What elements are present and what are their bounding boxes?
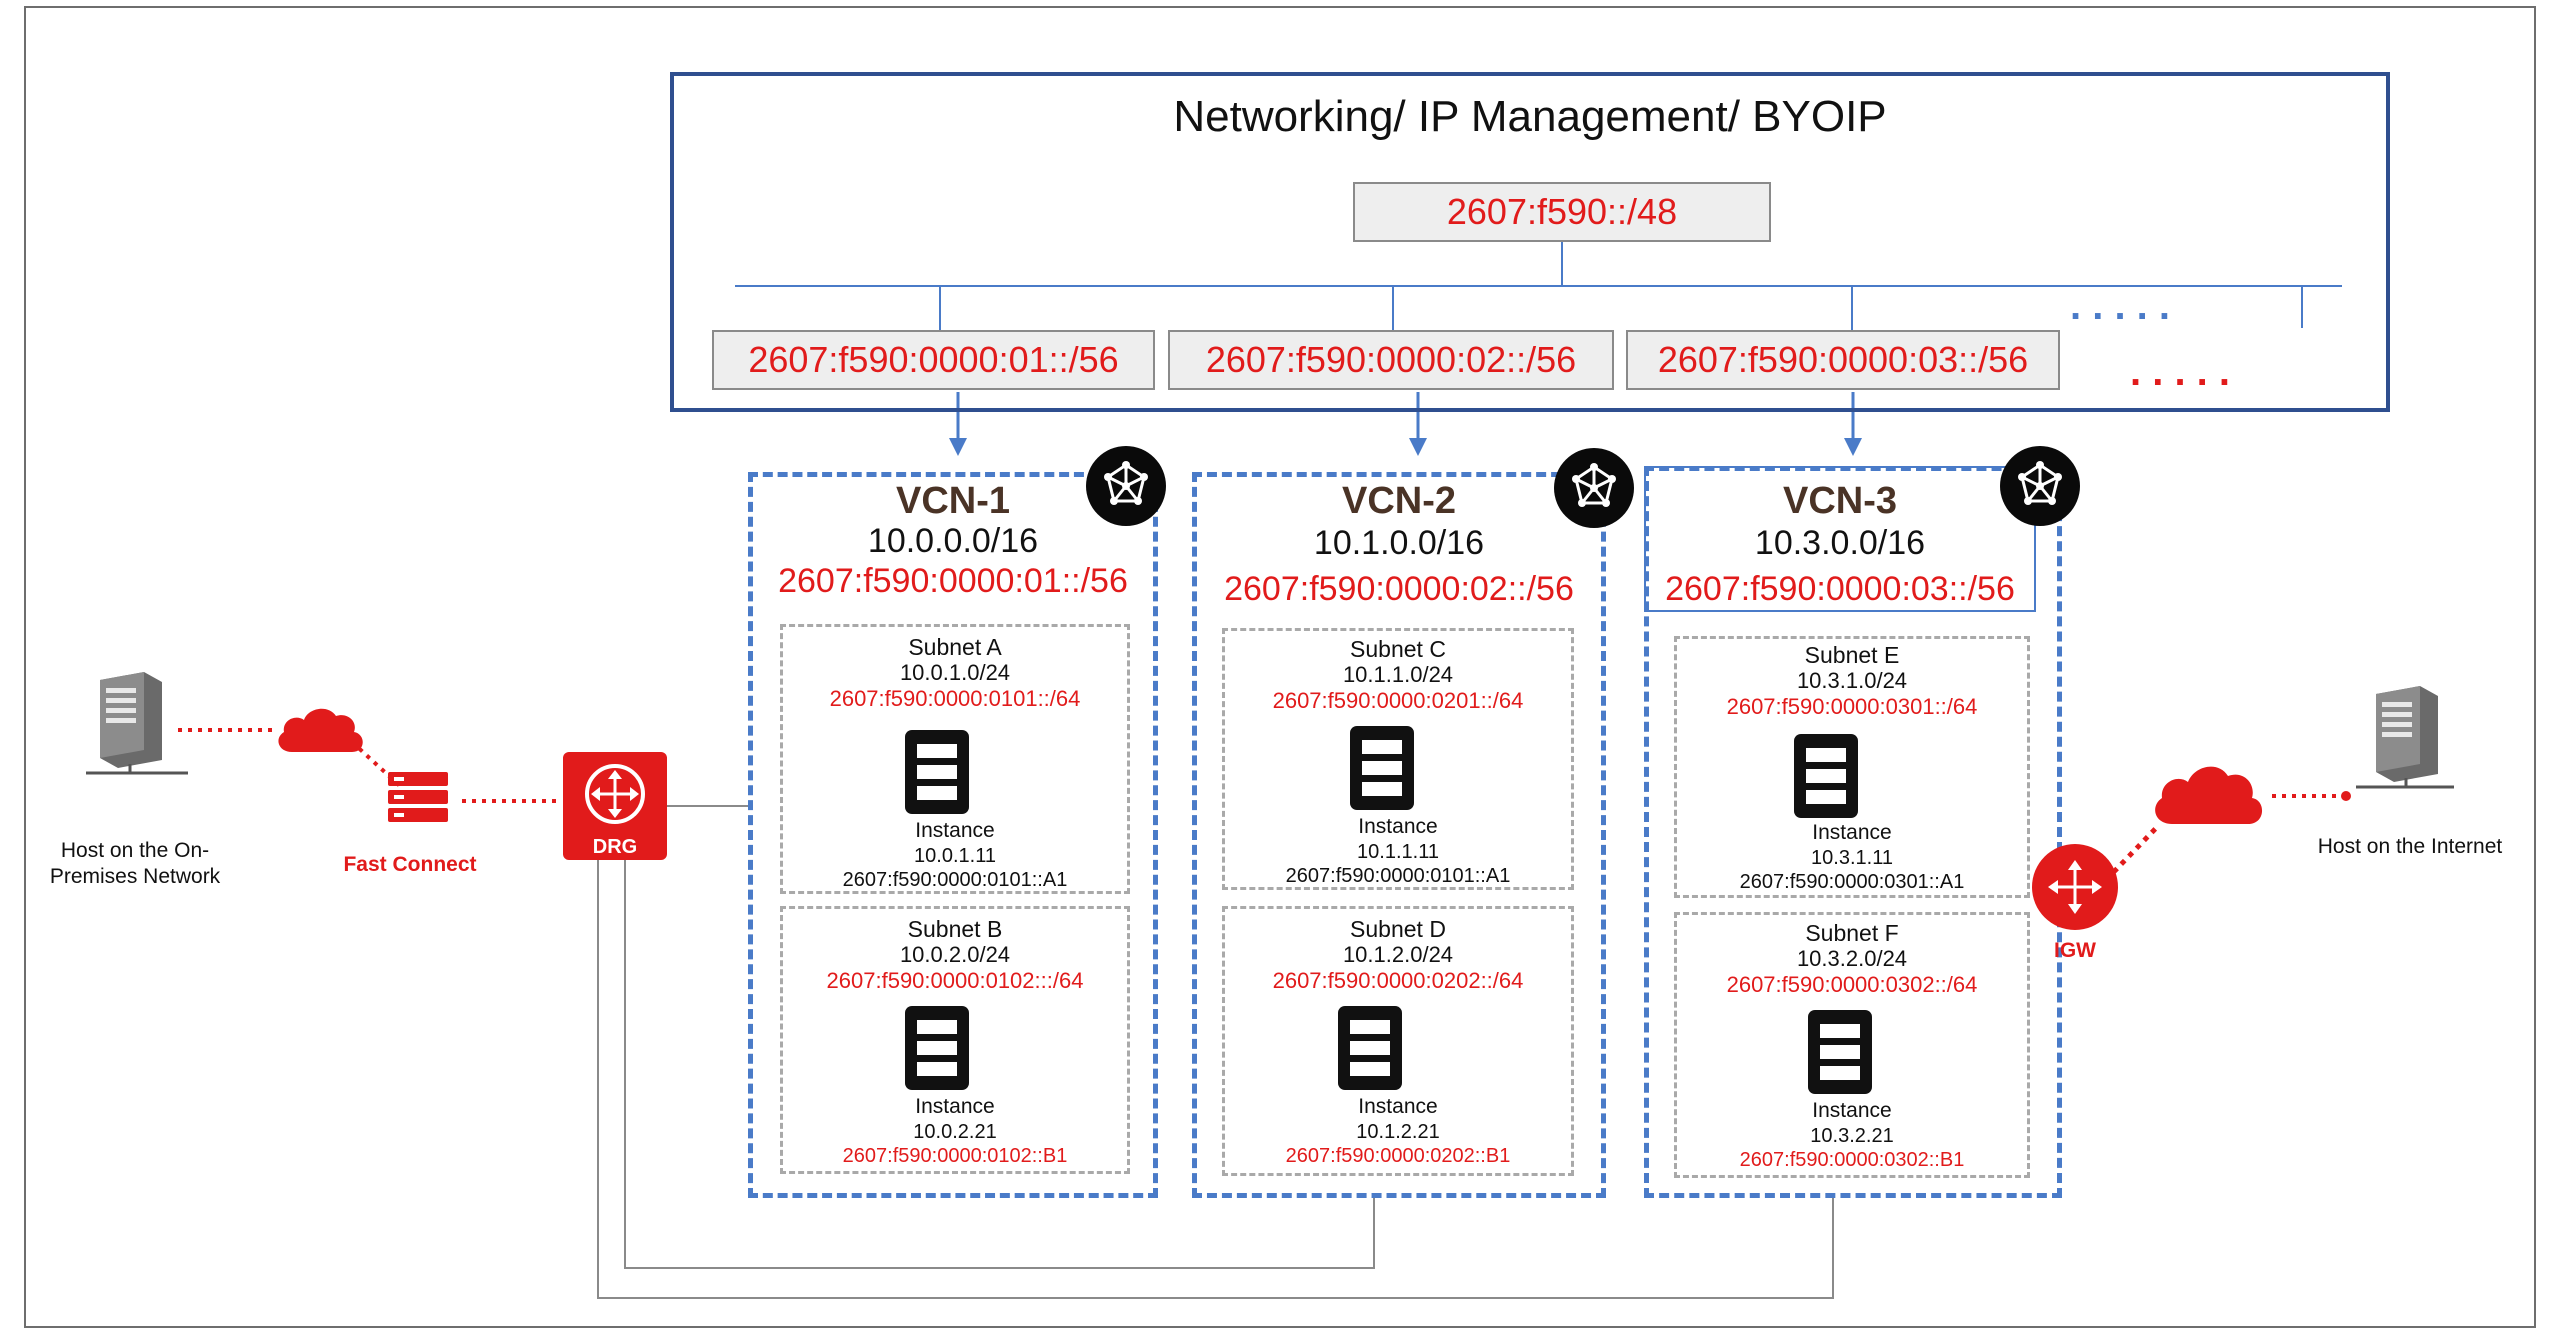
subnet-f-ipv6: 2607:f590:0000:0302::/64 [1726,972,1978,997]
server-instance-icon [1350,726,1414,810]
vcn-2-ipv6: 2607:f590:0000:02::/56 [1224,570,1574,608]
subnet-c-container [1222,628,1574,890]
igw-router [2032,844,2118,930]
child-prefix-text-2: 2607:f590:0000:02::/56 [1205,339,1577,380]
instance-a-ip: 10.0.1.11 [914,845,996,867]
subnet-d-cidr: 10.1.2.0/24 [1342,942,1454,967]
network-mesh-icon [2000,446,2080,526]
instance-f-ipv6: 2607:f590:0000:0302::B1 [1739,1149,1965,1171]
byoip-title: Networking/ IP Management/ BYOIP [1173,92,1887,141]
subnet-d-container [1222,906,1574,1176]
subnet-b-name: Subnet B [907,916,1003,942]
subnet-c-cidr: 10.1.1.0/24 [1342,662,1454,687]
byoip-management-box [670,72,2390,412]
igw-label: IGW [2054,939,2096,962]
more-prefixes-ellipsis-gray: . . . . . [2069,284,2171,328]
subnet-a-container [780,624,1130,894]
instance-c-ipv6: 2607:f590:0000:0101::A1 [1285,865,1511,887]
subnet-d-name: Subnet D [1350,916,1446,942]
subnet-f-cidr: 10.3.2.0/24 [1796,946,1908,971]
subnet-e-ipv6: 2607:f590:0000:0301::/64 [1726,694,1978,719]
instance-d-ip: 10.1.2.21 [1356,1121,1440,1143]
instance-c-label: Instance [1358,815,1438,838]
server-instance-icon [905,1006,969,1090]
subnet-b-ipv6: 2607:f590:0000:0102:::/64 [826,968,1084,993]
more-prefixes-ellipsis-red: . . . . . [2129,350,2231,394]
vcn-1-cidr: 10.0.0.0/16 [867,522,1039,560]
instance-e-ip: 10.3.1.11 [1811,847,1893,869]
drg-to-vcn2-line [624,860,1375,1269]
instance-f-label: Instance [1812,1099,1892,1122]
instance-e-label: Instance [1812,821,1892,844]
vcn-1-container [748,472,1158,1198]
router-icon [585,764,645,824]
vcn-3-ipv6: 2607:f590:0000:03::/56 [1665,570,2015,608]
drg-to-vcn3-line [597,860,1834,1299]
vcn-3-container [1644,466,2062,1198]
root-prefix-box: 2607:f590::/48 [1353,182,1771,242]
server-instance-icon [1338,1006,1402,1090]
instance-c-ip: 10.1.1.11 [1357,841,1439,863]
instance-d-label: Instance [1358,1095,1438,1118]
server-tower-icon [82,672,192,776]
child-prefix-box-2: 2607:f590:0000:02::/56 [1168,330,1614,390]
router-icon [2048,860,2102,914]
root-prefix-text: 2607:f590::/48 [1446,191,1678,232]
arrow-vcn3-head [1844,438,1862,456]
cloud-to-fastconnect-link [350,740,402,788]
drg-label: DRG [592,836,638,858]
vcn-2-cidr: 10.1.0.0/16 [1313,524,1485,562]
subnet-b-container [780,906,1130,1174]
vcn-3-name: VCN-3 [1782,480,1898,522]
vcn-1-ipv6: 2607:f590:0000:01::/56 [778,562,1128,600]
arrow-vcn1-head [949,438,967,456]
vcn-2-name: VCN-2 [1341,480,1457,522]
cloud-icon [2148,756,2268,828]
instance-b-label: Instance [915,1095,995,1118]
fast-connect-label: Fast Connect [343,853,477,876]
subnet-f-container [1674,912,2030,1178]
child-prefix-box-1: 2607:f590:0000:01::/56 [712,330,1155,390]
subnet-d-ipv6: 2607:f590:0000:0202::/64 [1272,968,1524,993]
subnet-a-ipv6: 2607:f590:0000:0101::/64 [829,686,1081,711]
fast-connect-icon [386,770,450,824]
instance-f-ip: 10.3.2.21 [1810,1125,1894,1147]
vcn-2-container [1192,472,1606,1198]
subnet-c-name: Subnet C [1350,636,1446,662]
child-prefix-text-3: 2607:f590:0000:03::/56 [1657,339,2029,380]
internet-host-label: Host on the Internet [2317,835,2503,858]
instance-e-ipv6: 2607:f590:0000:0301::A1 [1739,871,1965,893]
subnet-c-ipv6: 2607:f590:0000:0201::/64 [1272,688,1524,713]
onprem-host-label: Host on the On-Premises Network [49,839,221,889]
internet-link-end-dot [2341,791,2351,801]
server-instance-icon [1808,1010,1872,1094]
subnet-e-name: Subnet E [1804,642,1900,668]
instance-a-ipv6: 2607:f590:0000:0101::A1 [842,869,1068,891]
subnet-a-name: Subnet A [908,634,1002,660]
vcn-3-header-box [1644,466,2036,612]
subnet-a-cidr: 10.0.1.0/24 [899,660,1011,685]
instance-b-ip: 10.0.2.21 [913,1121,997,1143]
subnet-b-cidr: 10.0.2.0/24 [899,942,1011,967]
instance-b-ipv6: 2607:f590:0000:0102::B1 [842,1145,1068,1167]
subnet-e-cidr: 10.3.1.0/24 [1796,668,1908,693]
subnet-e-container [1674,636,2030,898]
network-mesh-icon [1554,448,1634,528]
instance-a-label: Instance [915,819,995,842]
network-mesh-icon [1086,446,1166,526]
diagram-frame [24,6,2536,1328]
cloud-icon [272,700,368,756]
child-prefix-box-3: 2607:f590:0000:03::/56 [1626,330,2060,390]
server-instance-icon [1794,734,1858,818]
child-prefix-text-1: 2607:f590:0000:01::/56 [748,339,1119,380]
drg-router [563,752,667,860]
server-tower-icon [2346,686,2456,790]
instance-d-ipv6: 2607:f590:0000:0202::B1 [1285,1145,1511,1167]
vcn-1-name: VCN-1 [895,480,1011,522]
server-instance-icon [905,730,969,814]
vcn-3-cidr: 10.3.0.0/16 [1754,524,1926,562]
subnet-f-name: Subnet F [1805,920,1899,946]
arrow-vcn2-head [1409,438,1427,456]
